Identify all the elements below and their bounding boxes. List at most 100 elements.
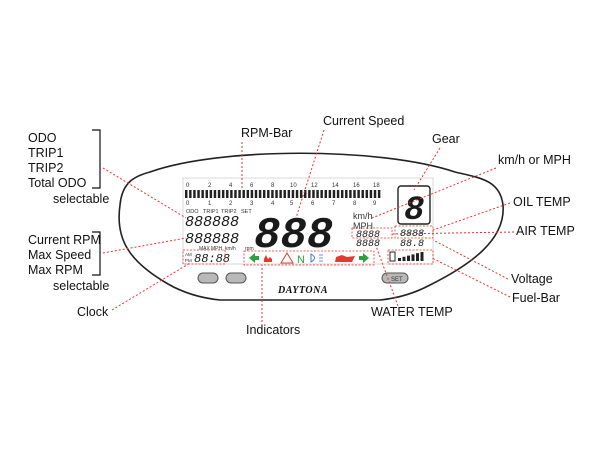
label-total-odo: Total ODO <box>28 176 87 190</box>
rpm-tick-label: 10 <box>290 183 297 189</box>
rpm-tick-label: 8 <box>271 183 275 189</box>
set-button[interactable] <box>381 272 409 284</box>
max-row: MAX MPH km/h rpm <box>199 246 254 252</box>
bottom-bracket <box>92 231 101 276</box>
fuel-bar-box <box>387 249 434 265</box>
oil-pressure-icon <box>264 255 272 262</box>
label-water-temp: WATER TEMP <box>371 305 453 319</box>
dashboard-housing <box>118 152 504 301</box>
rpm-bar-segment <box>295 190 299 198</box>
rpm-bar-segment <box>250 190 254 198</box>
rpm-bar-segment <box>340 190 344 198</box>
rpm-bar-segment <box>283 190 286 198</box>
gear-display-box <box>397 185 431 225</box>
fuel-bar-segment <box>420 252 424 261</box>
callout-speed <box>295 129 325 219</box>
odo-header-trip2: TRIP2 <box>221 209 237 215</box>
rpm-bar-segment <box>299 190 303 198</box>
rpm-tick-label: 4 <box>271 201 275 207</box>
rpm-bar-segment <box>373 190 377 198</box>
callout-fuel-bar <box>431 257 511 298</box>
callout-voltage <box>432 239 509 280</box>
rpm-digits: 888888 <box>185 231 239 248</box>
label-indicators: Indicators <box>246 323 300 337</box>
rpm-bar-segment <box>361 190 364 198</box>
label-trip2: TRIP2 <box>28 161 63 175</box>
odo-header-odo: ODO <box>186 209 199 215</box>
rpm-bar-segment <box>328 190 332 198</box>
high-beam-icon <box>310 253 315 263</box>
rpm-bar-segment <box>332 190 336 198</box>
rpm-bar-segment <box>197 190 200 198</box>
rpm-bar-segment <box>267 190 270 198</box>
label-oil-temp: OIL TEMP <box>513 195 571 209</box>
label-current-speed: Current Speed <box>323 114 404 128</box>
fuel-bar-segment <box>411 254 415 261</box>
rpm-tick-label: 14 <box>332 183 339 189</box>
fuel-bar-segment <box>407 255 410 261</box>
oil-temp-box <box>394 225 434 239</box>
rpm-bar-segment <box>254 190 258 198</box>
fuel-bar-segment <box>402 256 406 261</box>
rpm-bar-segment <box>234 190 237 198</box>
rpm-bar-segment <box>316 190 319 198</box>
rpm-bar-segment <box>185 190 188 198</box>
left-button-2[interactable] <box>225 272 247 284</box>
rpm-bar-segment <box>336 190 340 198</box>
label-max-speed: Max Speed <box>28 248 91 262</box>
max-rpm-label: rpm <box>245 246 254 252</box>
rpm-bar-segment <box>205 190 208 198</box>
air-temp-box <box>351 227 393 239</box>
label-trip1: TRIP1 <box>28 146 63 160</box>
odo-header-trip1: TRIP1 <box>203 209 219 215</box>
callout-kmh-mph <box>371 167 497 219</box>
rpm-tick-label: 9 <box>373 201 377 207</box>
callout-air-temp <box>391 231 515 235</box>
warning-icon <box>280 252 294 264</box>
odo-header-set: SET <box>241 209 252 215</box>
rpm-bar-segment <box>226 190 229 198</box>
rpm-bar-segment <box>230 190 233 198</box>
label-current-rpm: Current RPM <box>28 233 101 247</box>
rpm-bar-segment <box>304 190 307 198</box>
brand-logo: DAYTONA <box>277 285 328 296</box>
indicators-box <box>243 250 375 266</box>
label-gear: Gear <box>432 132 460 146</box>
rpm-bar-segment <box>189 190 192 198</box>
odo-header: ODO TRIP1 TRIP2 SET <box>186 209 252 215</box>
rpm-bar-segment <box>213 190 217 198</box>
rpm-bar-segment <box>320 190 323 198</box>
clock-digits: 88:88 <box>194 252 230 266</box>
rpm-bar-segment <box>193 190 196 198</box>
rpm-bar-segment <box>242 190 245 198</box>
rpm-bar-segment <box>275 190 278 198</box>
label-air-temp: AIR TEMP <box>516 224 575 238</box>
neutral-indicator: N <box>297 254 305 266</box>
max-mph-label: MPH <box>211 246 223 252</box>
label-kmh-mph: km/h or MPH <box>498 153 571 167</box>
rpm-bar-segment <box>377 190 381 198</box>
unit-mph: MPH <box>353 221 373 231</box>
gear-digit: 8 <box>404 192 424 230</box>
callout-labels: RPM-Bar Current Speed Gear km/h or MPH O… <box>241 114 575 337</box>
rpm-bar-segment <box>209 190 213 198</box>
rpm-bar-segment <box>349 190 352 198</box>
label-fuel-bar: Fuel-Bar <box>512 291 560 305</box>
left-button-1[interactable] <box>197 272 219 284</box>
rpm-tick-label: 4 <box>229 183 233 189</box>
rpm-tick-label: 18 <box>373 183 380 189</box>
rpm-tick-label: 0 <box>186 201 190 207</box>
rpm-bar-segment <box>291 190 295 198</box>
speed-digits: 888 <box>254 211 333 261</box>
callout-rpm-readout <box>102 237 187 254</box>
clock-am: AM <box>185 252 192 257</box>
rpm-bar-segment <box>353 190 356 198</box>
rpm-bar-segment <box>262 190 266 198</box>
fuel-pump-icon <box>389 251 396 262</box>
rpm-bar-segment <box>308 190 311 198</box>
rpm-bar-segment <box>271 190 274 198</box>
callout-lines <box>102 129 515 322</box>
callout-water-temp <box>375 245 399 307</box>
